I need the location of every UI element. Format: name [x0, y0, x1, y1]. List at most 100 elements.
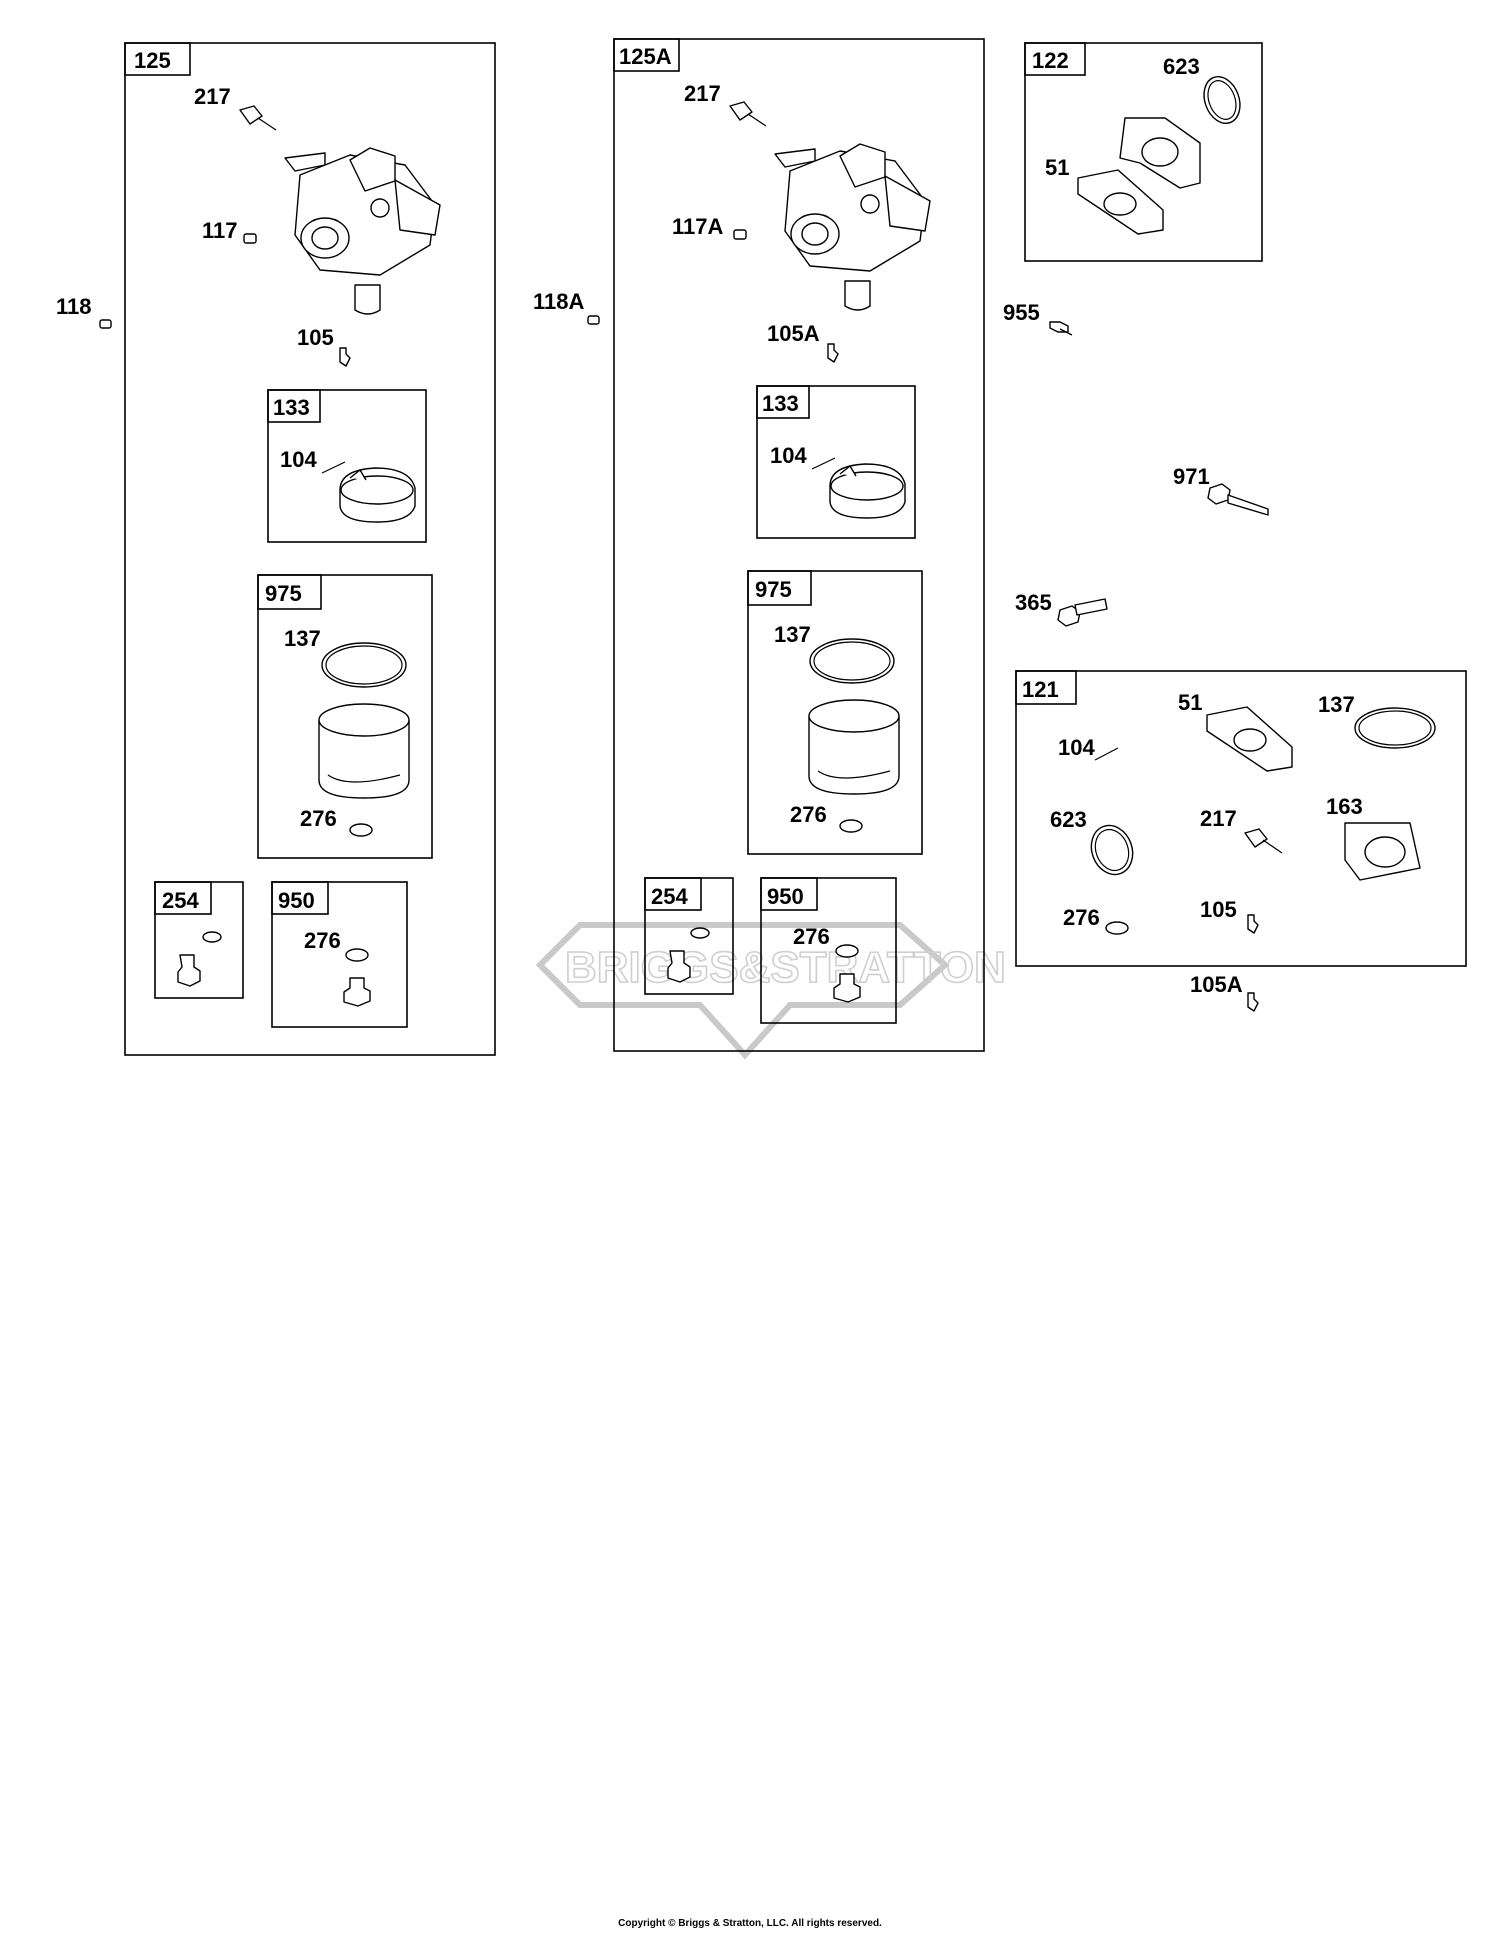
washer-276-b: [345, 948, 369, 962]
main-jet-117: [243, 233, 257, 244]
drain-box-254-label: 254: [162, 888, 199, 913]
carburetor-125: [284, 147, 441, 315]
float-box-133-tag: [267, 389, 321, 423]
label-121-623: 623: [1050, 807, 1087, 832]
drain-box-254-tag: [154, 881, 212, 915]
group-121: 121 51 137 104 623 217 163 276 105: [1015, 670, 1467, 967]
label-121-137: 137: [1318, 692, 1355, 717]
group-125-tag: [124, 42, 191, 76]
screw-955: [1049, 321, 1073, 336]
label-105a-loose: 105A: [1190, 972, 1243, 997]
label-104a: 104: [770, 443, 807, 468]
group-122-frame: [1024, 42, 1263, 262]
label-217a: 217: [684, 81, 721, 106]
oring-623: [1203, 76, 1241, 124]
bowl-box-975: [257, 574, 433, 859]
bolt-box-950: [271, 881, 408, 1028]
bowl-box-975a-tag: [747, 570, 812, 606]
float-pin-104a: [811, 457, 836, 470]
group-125a-frame: [613, 38, 985, 1052]
carburetor-125a: [774, 143, 931, 311]
jet-118a: [587, 315, 600, 325]
group-125a-tag: [613, 38, 680, 72]
clip-105a-loose: [1247, 992, 1259, 1012]
bowl-box-975a: [747, 570, 923, 855]
washer-276a-b: [835, 944, 859, 958]
label-971: 971: [1173, 464, 1210, 489]
group-122-label: 122: [1032, 48, 1069, 73]
float-bowl-975: [318, 703, 410, 799]
label-121-104: 104: [1058, 735, 1095, 760]
washer-276a: [839, 819, 863, 833]
clip-105: [339, 347, 351, 367]
group-121-tag: [1015, 670, 1077, 705]
label-105a: 105A: [767, 321, 820, 346]
bowl-box-975-label: 975: [265, 581, 302, 606]
label-137a: 137: [774, 622, 811, 647]
bolt-box-950a: [760, 877, 897, 1024]
group-125a-label: 125A: [619, 44, 672, 69]
washer-276: [349, 823, 373, 837]
clip-105a: [827, 343, 839, 363]
bolt-box-950a-tag: [760, 877, 818, 911]
gasket-121-163: [1344, 822, 1421, 881]
drain-box-254a-tag: [644, 877, 702, 911]
bowl-gasket-137: [321, 642, 407, 688]
drain-screw-254a: [667, 927, 710, 983]
bowl-gasket-121-137: [1354, 707, 1436, 749]
label-365: 365: [1015, 590, 1052, 615]
label-121-217: 217: [1200, 806, 1237, 831]
label-217: 217: [194, 84, 231, 109]
label-276a-b: 276: [793, 924, 830, 949]
float-133a: [829, 463, 906, 519]
float-bowl-975a: [808, 699, 900, 795]
label-121-105: 105: [1200, 897, 1237, 922]
gasket-51: [1077, 169, 1164, 235]
intake-spacer-122: [1119, 117, 1201, 189]
group-125-label: 125: [134, 48, 171, 73]
bolt-box-950a-label: 950: [767, 884, 804, 909]
screw-121-217: [1244, 828, 1283, 854]
label-118a: 118A: [533, 289, 584, 314]
idle-screw-217: [239, 105, 277, 131]
label-623: 623: [1163, 54, 1200, 79]
float-box-133: [267, 389, 427, 543]
main-jet-117a: [733, 229, 747, 240]
gasket-121-51: [1206, 706, 1293, 772]
bolt-box-950-label: 950: [278, 888, 315, 913]
watermark-text: BRIGGS&STRATTON: [565, 943, 1006, 992]
group-125-frame: [124, 42, 496, 1056]
group-125a: 125A 217 117A 105A 133 104: [613, 38, 985, 1052]
float-box-133a-label: 133: [762, 391, 799, 416]
float-133: [339, 467, 416, 523]
bolt-365: [1057, 598, 1108, 627]
float-box-133a: [756, 385, 916, 539]
copyright-notice: Copyright © Briggs & Stratton, LLC. All …: [618, 1918, 882, 1929]
pin-121-104: [1094, 747, 1119, 761]
bowl-box-975a-label: 975: [755, 577, 792, 602]
washer-121-276: [1105, 921, 1129, 935]
drain-box-254a-label: 254: [651, 884, 688, 909]
label-955: 955: [1003, 300, 1040, 325]
label-276a: 276: [790, 802, 827, 827]
jet-118: [99, 319, 112, 329]
float-box-133-label: 133: [273, 395, 310, 420]
bowl-bolt-950: [343, 977, 371, 1007]
float-box-133a-tag: [756, 385, 810, 419]
bolt-box-950-tag: [271, 881, 329, 915]
label-121-163: 163: [1326, 794, 1363, 819]
label-121-51: 51: [1178, 690, 1202, 715]
label-105: 105: [297, 325, 334, 350]
label-137: 137: [284, 626, 321, 651]
brand-watermark: BRIGGS&STRATTON: [535, 922, 1007, 1060]
drain-screw-254: [177, 931, 222, 987]
label-276-b: 276: [304, 928, 341, 953]
label-117: 117: [202, 218, 238, 243]
group-121-label: 121: [1022, 677, 1059, 702]
label-51: 51: [1045, 155, 1069, 180]
label-118: 118: [56, 294, 92, 319]
group-125: 125 217 117 105 133 104: [124, 42, 496, 1056]
group-121-frame: [1015, 670, 1467, 967]
